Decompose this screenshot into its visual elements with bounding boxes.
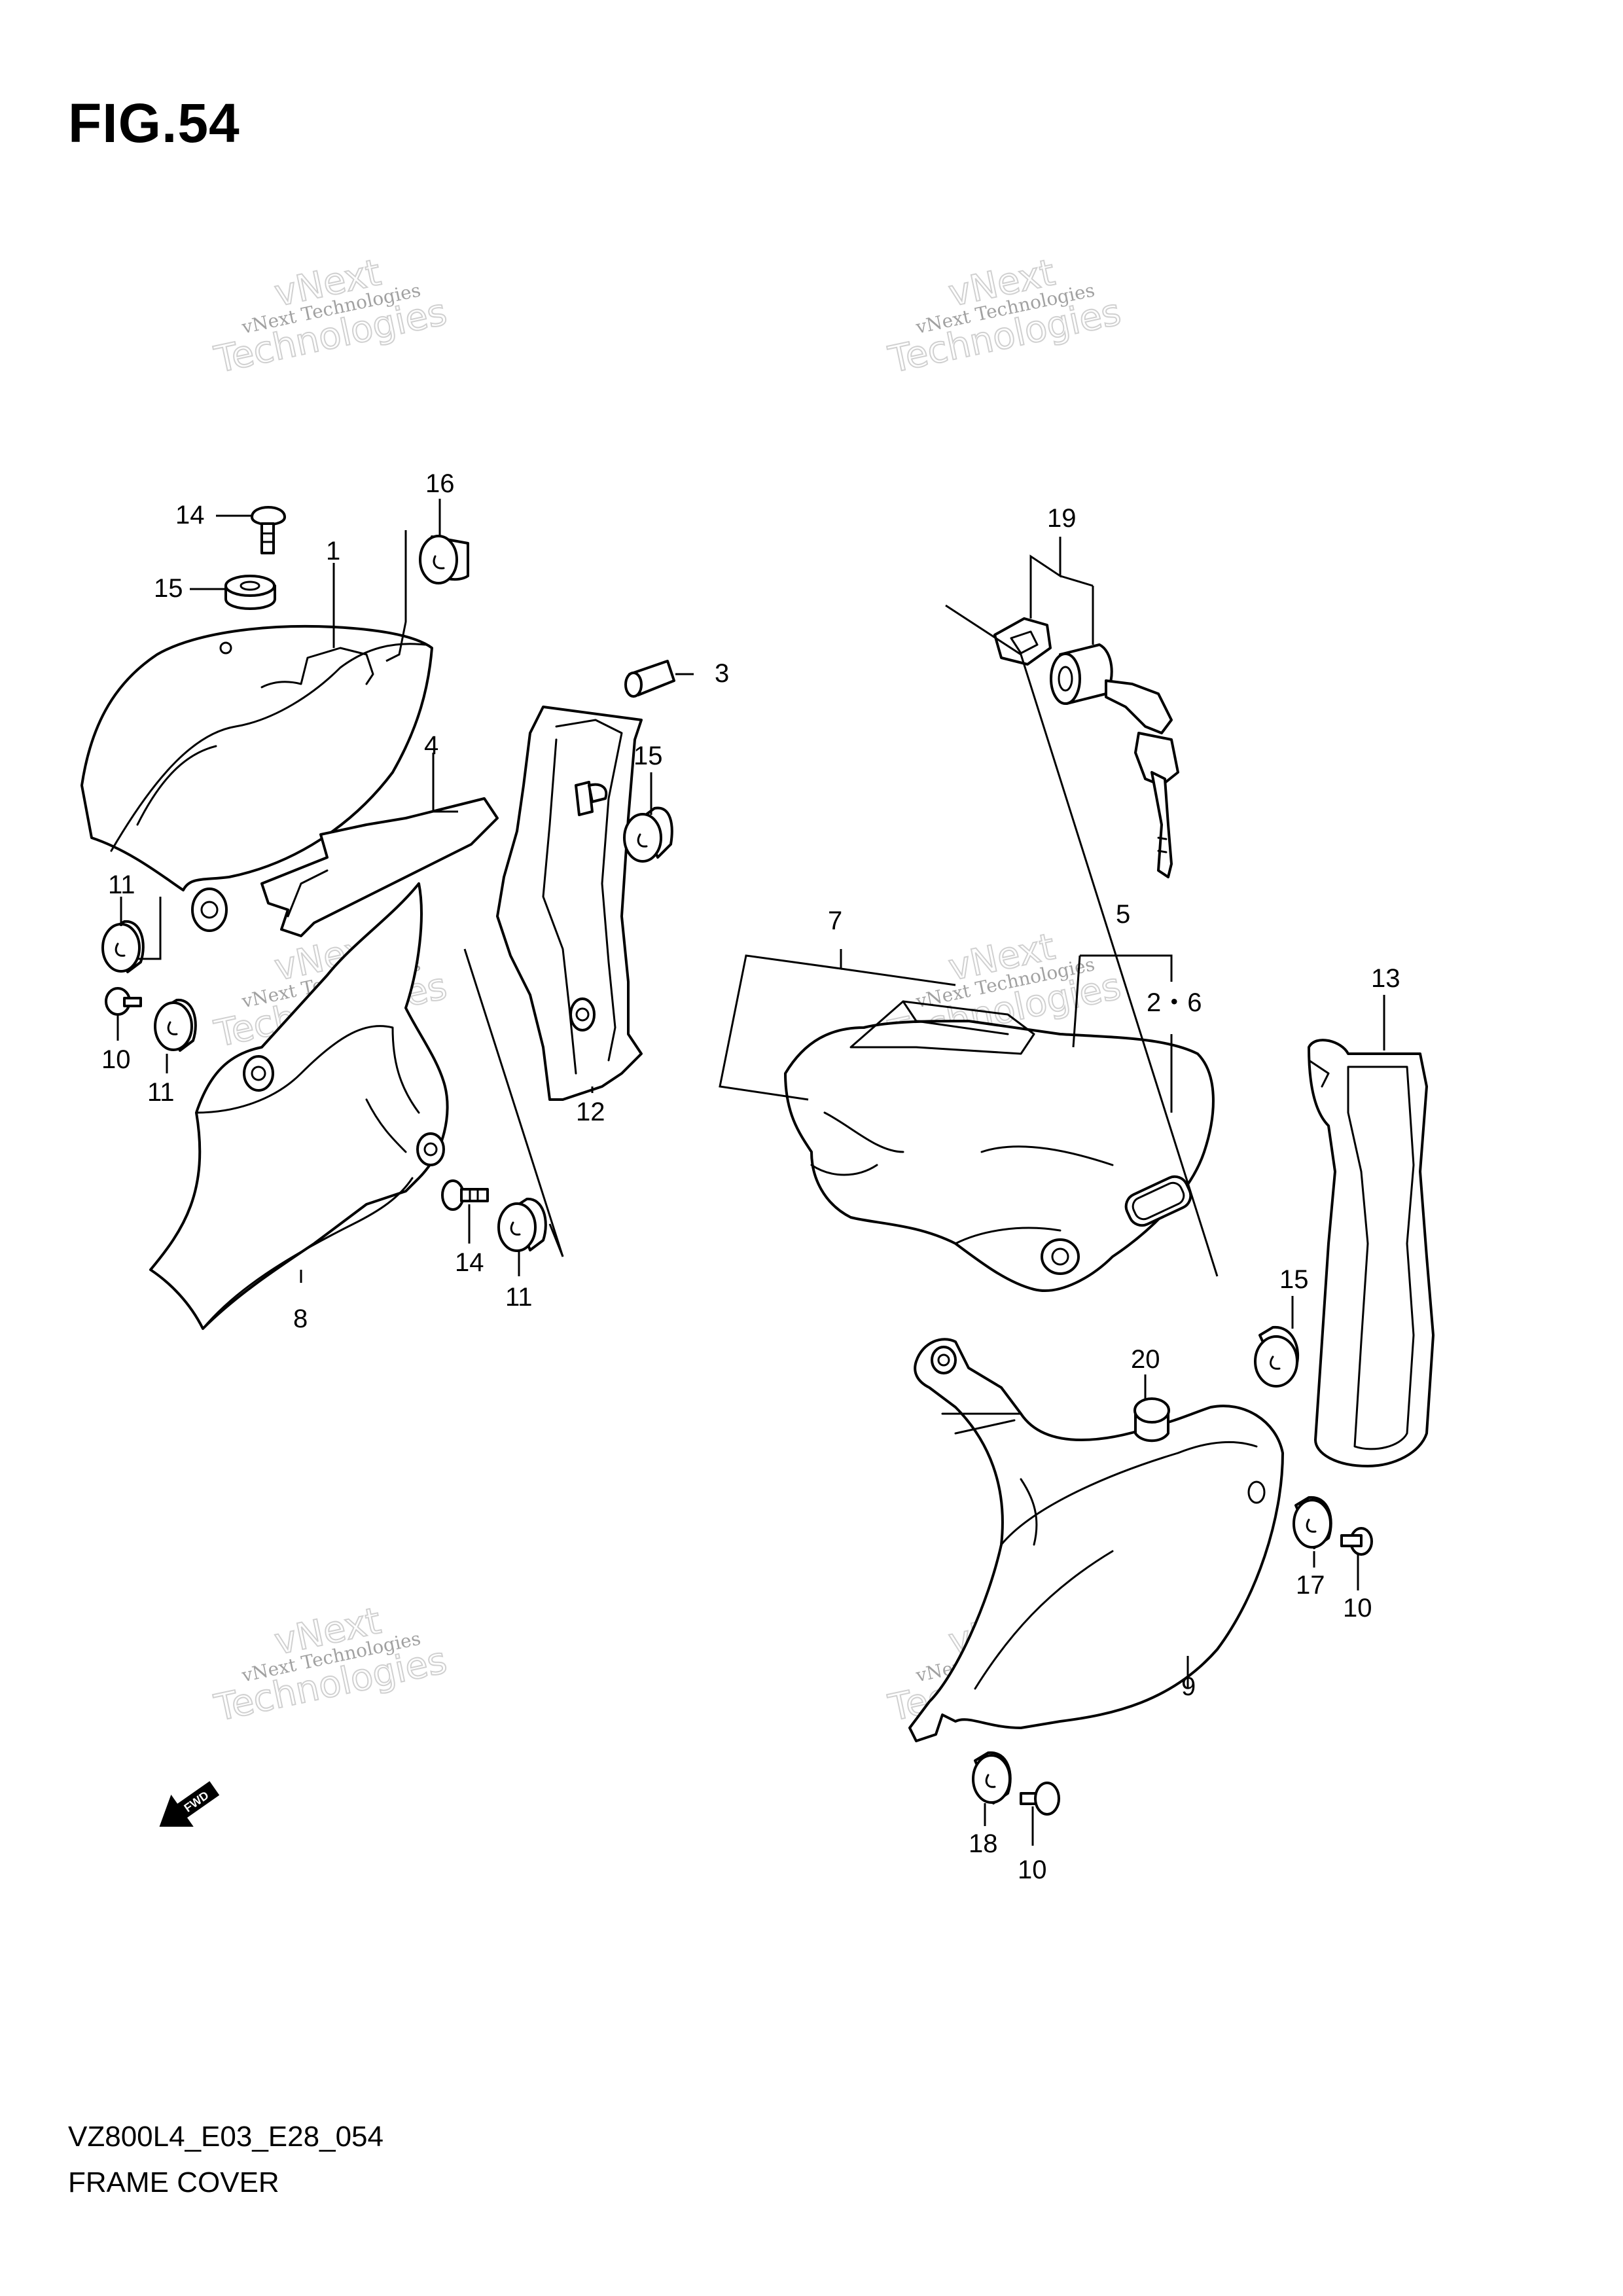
label-4: 4 — [424, 731, 438, 760]
leader-lines — [116, 499, 1385, 1846]
part-15-grommet-top[interactable] — [224, 575, 276, 610]
label-19: 19 — [1047, 504, 1077, 533]
label-7: 7 — [828, 906, 842, 935]
part-13-bracket[interactable] — [1308, 1039, 1435, 1467]
part-20-grommet[interactable] — [1133, 1397, 1170, 1443]
label-15-right: 15 — [1279, 1265, 1309, 1294]
label-11-left-lower: 11 — [147, 1078, 175, 1107]
label-12: 12 — [576, 1098, 605, 1126]
label-11-lower: 11 — [505, 1283, 533, 1312]
watermark: vNext vNext Technologies Technologies — [884, 251, 1125, 382]
label-10-left: 10 — [101, 1045, 131, 1074]
callout-labels: 14 15 1 16 3 4 15 11 10 11 12 14 11 8 19… — [101, 469, 1400, 1884]
part-12-bracket[interactable] — [496, 706, 643, 1101]
part-4-bracket[interactable] — [260, 797, 499, 937]
label-17: 17 — [1296, 1571, 1325, 1600]
part-11-grommet-lower[interactable] — [497, 1197, 547, 1252]
part-8-frame-cover-lower[interactable] — [149, 882, 449, 1330]
part-14-screw-lower[interactable] — [441, 1179, 489, 1211]
figure-code: VZ800L4_E03_E28_054 — [68, 2121, 383, 2153]
part-11-grommet-left-lower[interactable] — [154, 998, 197, 1052]
label-3: 3 — [715, 659, 729, 688]
label-9: 9 — [1181, 1672, 1196, 1701]
label-14-lower: 14 — [455, 1248, 484, 1277]
label-10-bottom: 10 — [1018, 1856, 1047, 1884]
part-14-screw-top[interactable] — [251, 506, 286, 554]
label-16: 16 — [425, 469, 455, 498]
part-15-grommet-right[interactable] — [1254, 1325, 1300, 1388]
label-10-right: 10 — [1343, 1594, 1372, 1623]
label-15-top: 15 — [154, 574, 183, 603]
part-16-grommet[interactable] — [419, 535, 469, 584]
part-17-grommet[interactable] — [1293, 1496, 1332, 1549]
label-15-mid: 15 — [633, 742, 663, 770]
part-19-lock-set[interactable] — [993, 617, 1179, 878]
part-15-grommet-mid[interactable] — [623, 806, 673, 863]
fwd-arrow-icon: FWD — [159, 1781, 220, 1827]
figure-caption: FRAME COVER — [68, 2166, 279, 2198]
part-10-screw-right[interactable] — [1340, 1527, 1373, 1556]
label-1: 1 — [326, 537, 340, 565]
label-13: 13 — [1371, 964, 1400, 993]
label-20: 20 — [1131, 1345, 1160, 1374]
figure-title: FIG.54 — [68, 92, 240, 154]
part-9-lower-cover[interactable] — [908, 1338, 1284, 1742]
part-1-frame-cover-upper[interactable] — [80, 624, 433, 932]
label-2-6: 2・6 — [1147, 988, 1202, 1017]
part-3-collar[interactable] — [624, 660, 675, 698]
part-7-side-cover[interactable] — [784, 1000, 1215, 1292]
part-18-grommet[interactable] — [972, 1751, 1012, 1804]
label-8: 8 — [293, 1304, 308, 1333]
part-11-grommet-left-upper[interactable] — [101, 920, 145, 973]
watermark: vNext vNext Technologies Technologies — [210, 1599, 451, 1731]
part-10-screw-left[interactable] — [105, 987, 142, 1016]
watermark: vNext vNext Technologies Technologies — [210, 251, 451, 382]
label-14-top: 14 — [175, 501, 205, 529]
part-10-screw-bottom[interactable] — [1020, 1782, 1060, 1816]
label-18: 18 — [969, 1829, 998, 1858]
label-5: 5 — [1116, 900, 1130, 929]
label-11-left-upper: 11 — [108, 870, 135, 899]
